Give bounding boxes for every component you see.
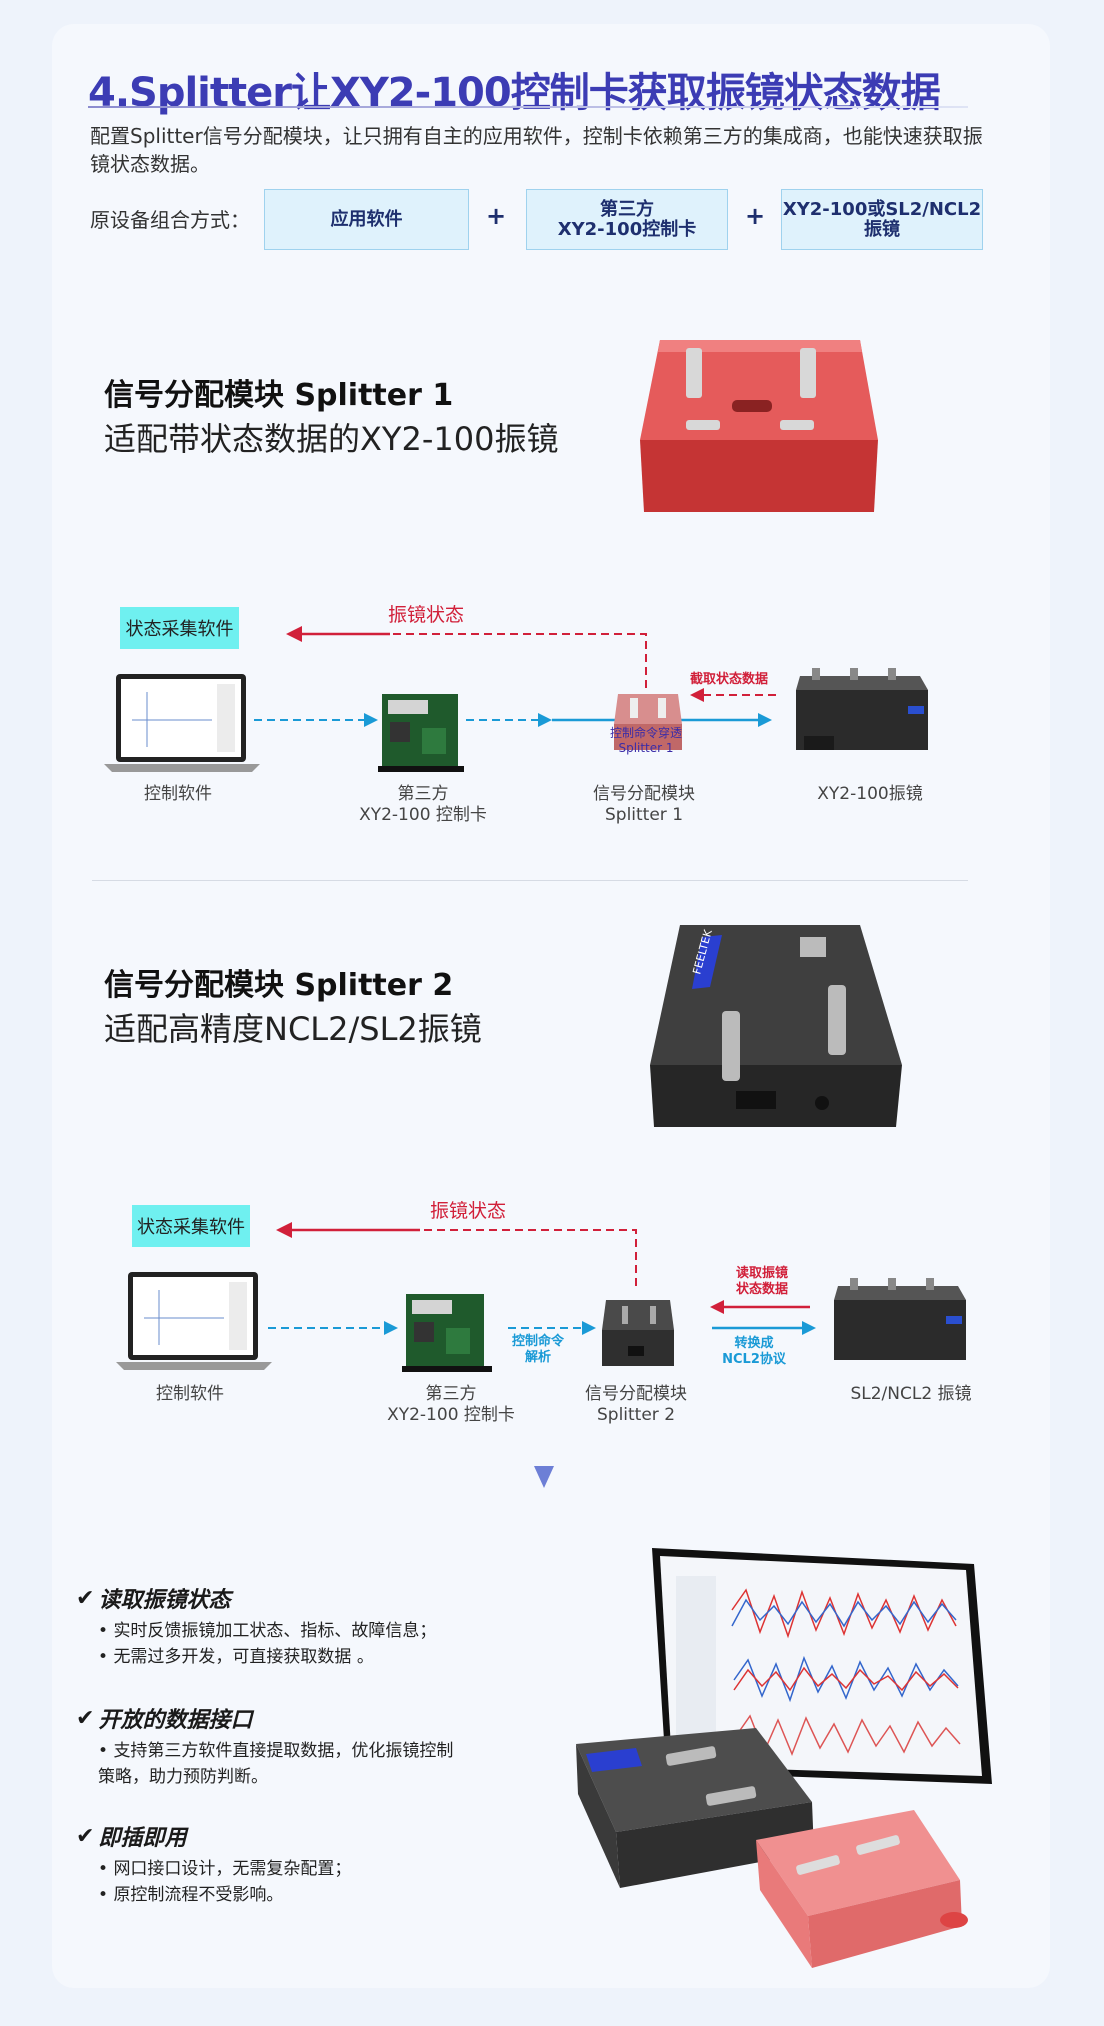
feature-title: ✔即插即用 xyxy=(76,1823,187,1852)
feature-item: • 支持第三方软件直接提取数据，优化振镜控制策略，助力预防判断。 xyxy=(98,1741,454,1787)
splitter2-small-icon xyxy=(602,1300,674,1366)
check-icon: ✔ xyxy=(76,1705,95,1731)
xy2-galvo-icon xyxy=(796,668,928,750)
check-icon: ✔ xyxy=(76,1823,95,1849)
splitter2-subtitle: 适配高精度NCL2/SL2振镜 xyxy=(104,1010,482,1048)
control-card-icon xyxy=(402,1294,492,1372)
laptop-icon xyxy=(104,674,260,772)
read-status-label: 读取振镜状态数据 xyxy=(735,1266,788,1297)
combo-box-software: 应用软件 xyxy=(264,189,469,250)
laptop-icon xyxy=(116,1272,272,1370)
plus-sign: + xyxy=(486,202,507,230)
galvo-status-label: 振镜状态 xyxy=(388,604,465,626)
splitter1-subtitle: 适配带状态数据的XY2-100振镜 xyxy=(104,420,559,458)
node-ncl2-galvo: SL2/NCL2 振镜 xyxy=(850,1384,972,1404)
page-title: 4.Splitter让XY2-100控制卡获取振镜状态数据 xyxy=(88,70,941,116)
splitter2-device-image: FEELTEK xyxy=(650,925,902,1127)
galvo-status-label: 振镜状态 xyxy=(430,1200,507,1222)
feature-block: ✔读取振镜状态 • 实时反馈振镜加工状态、指标、故障信息； • 无需过多开发，可… xyxy=(76,1582,436,1670)
splitter1-small-icon xyxy=(614,694,682,750)
splitter1-device-image xyxy=(640,340,878,512)
control-card-icon xyxy=(378,694,464,772)
title-underline xyxy=(88,106,968,108)
section-divider xyxy=(92,880,968,881)
status-software-tag: 状态采集软件 xyxy=(120,607,239,649)
feature-block: ✔开放的数据接口 • 支持第三方软件直接提取数据，优化振镜控制策略，助力预防判断… xyxy=(76,1702,476,1790)
feature-item: • 无需过多开发，可直接获取数据 。 xyxy=(98,1647,374,1667)
chevron-down-icon xyxy=(534,1466,554,1488)
check-icon: ✔ xyxy=(76,1585,95,1611)
feature-item: • 原控制流程不受影响。 xyxy=(98,1885,284,1905)
node-control-software: 控制软件 xyxy=(156,1384,224,1404)
combo-label: 原设备组合方式： xyxy=(90,208,250,232)
node-xy2-galvo: XY2-100振镜 xyxy=(817,784,923,804)
feature-title: ✔开放的数据接口 xyxy=(76,1705,253,1734)
node-control-software: 控制软件 xyxy=(144,784,212,804)
ncl2-galvo-icon xyxy=(834,1278,966,1360)
feature-title: ✔读取振镜状态 xyxy=(76,1585,231,1614)
splitter1-title: 信号分配模块 Splitter 1 xyxy=(104,378,454,413)
status-software-tag: 状态采集软件 xyxy=(132,1205,250,1247)
feature-block: ✔即插即用 • 网口接口设计，无需复杂配置； • 原控制流程不受影响。 xyxy=(76,1820,351,1908)
splitter2-title: 信号分配模块 Splitter 2 xyxy=(104,968,454,1003)
feature-item: • 网口接口设计，无需复杂配置； xyxy=(98,1859,352,1879)
capture-status-label: 截取状态数据 xyxy=(690,672,769,687)
parse-command-label: 控制命令解析 xyxy=(511,1334,564,1365)
intro-text: 配置Splitter信号分配模块，让只拥有自主的应用软件，控制卡依赖第三方的集成… xyxy=(90,124,983,176)
plus-sign: + xyxy=(745,202,766,230)
product-showcase-image xyxy=(576,1548,992,1968)
feature-item: • 实时反馈振镜加工状态、指标、故障信息； xyxy=(98,1621,437,1641)
